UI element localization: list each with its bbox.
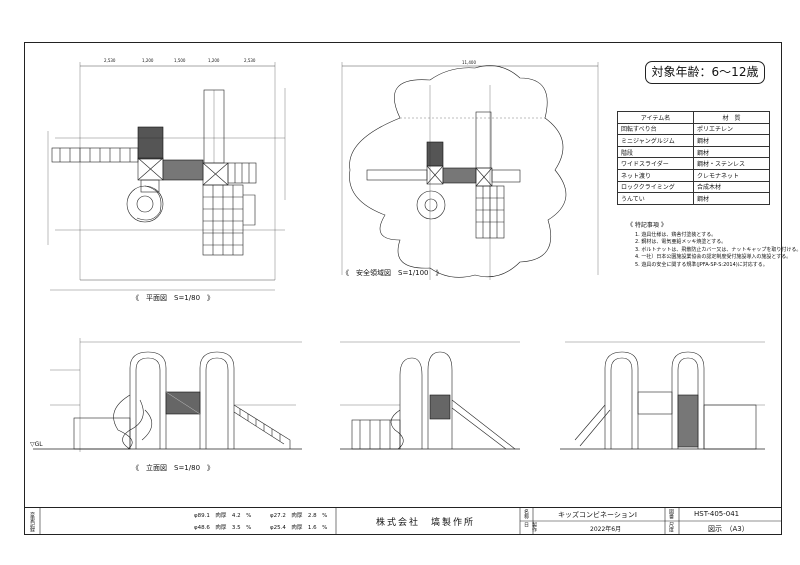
material-header: 材 質 (693, 111, 770, 124)
date-label: 製作日 (523, 522, 537, 532)
special-notes: 《 特記事項 》 1. 遊具仕様は、鶏舎付塗装とする。 2. 鋼材は、電気亜鉛メ… (627, 222, 800, 269)
note-line: 4. 一社）日本公園施設業協会の認定制度受付施設導入の施設とする。 (635, 254, 792, 260)
item-name: ワイドスライダー (617, 157, 694, 170)
target-age-box: 対象年齢：6～12歳 (645, 61, 765, 84)
notes-title: 《 特記事項 》 (627, 222, 667, 229)
pipe-spec: φ27.2 肉厚 2.8 % (270, 513, 328, 519)
name-label: 名称 (523, 509, 529, 519)
safety-dimension: 11,400 (462, 60, 476, 65)
item-material: ポリエチレン (693, 122, 770, 136)
item-name: うんてい (617, 192, 694, 205)
table-row: ミニジャングルジム鋼材 (617, 134, 770, 147)
drawing-sheet-border (24, 42, 782, 535)
item-material: 鋼材 (693, 192, 770, 205)
note-line: 2. 鋼材は、電気亜鉛メッキ焼塗とする。 (635, 239, 727, 245)
drawing-number-label: 図番 (668, 509, 674, 519)
note-line: 3. ボルトナットは、飛散防止カバー又は、ナットキャップを取り付ける。 (635, 246, 800, 253)
item-material: 鋼材・ステンレス (693, 157, 770, 170)
item-name: 回転すべり台 (617, 122, 694, 136)
plan-view (47, 62, 286, 291)
item-material: 合成木材 (693, 180, 770, 194)
plan-dimension: 1,200 (142, 58, 154, 63)
drawing-scale: 図示 （A3） (708, 525, 749, 533)
plan-dimension: 2,530 (244, 58, 256, 63)
plan-dimension: 1,200 (208, 58, 220, 63)
company-name: 株式会社 塙製作所 (376, 518, 476, 528)
item-name: ネット渡り (617, 168, 694, 182)
drawing-number: HST-405-041 (694, 510, 740, 518)
title-block: 変更記録 φ89.1 肉厚 4.2 % φ48.6 肉厚 3.5 % φ27.2… (24, 507, 782, 535)
plan-dimension: 2,530 (104, 58, 116, 63)
item-name: 階段 (617, 145, 694, 159)
safety-view-caption: 《 安全領域図 S=1/100 》 (342, 269, 443, 277)
scale-label: 尺度 (668, 522, 674, 532)
pipe-spec: φ89.1 肉厚 4.2 % (194, 513, 252, 519)
production-date: 2022年6月 (590, 526, 622, 533)
table-row: 回転すべり台ポリエチレン (617, 122, 770, 136)
revision-label: 変更記録 (29, 511, 35, 532)
safety-area-view (341, 62, 599, 280)
item-name: ロッククライミング (617, 180, 694, 194)
pipe-spec: φ25.4 肉厚 1.6 % (270, 525, 328, 531)
table-row: うんてい鋼材 (617, 192, 770, 205)
elevation-view-side (340, 341, 520, 450)
table-row: 階段鋼材 (617, 145, 770, 159)
product-name: キッズコンビネーションⅠ (558, 511, 637, 519)
elevation-view-caption: 《 立面図 S=1/80 》 (132, 464, 215, 472)
materials-table: アイテム名 材 質 回転すべり台ポリエチレン ミニジャングルジム鋼材 階段鋼材 … (617, 111, 770, 205)
elevation-view-front (33, 338, 302, 452)
item-material: クレモナネット (693, 168, 770, 182)
elevation-view-back (560, 341, 765, 450)
plan-dimension: 1,500 (174, 58, 186, 63)
table-row: ワイドスライダー鋼材・ステンレス (617, 157, 770, 170)
pipe-spec: φ48.6 肉厚 3.5 % (194, 525, 252, 531)
item-material: 鋼材 (693, 145, 770, 159)
note-line: 1. 遊具仕様は、鶏舎付塗装とする。 (635, 231, 717, 238)
title-block-lines (39, 507, 782, 535)
plan-view-caption: 《 平面図 S=1/80 》 (132, 294, 215, 302)
table-row: ロッククライミング合成木材 (617, 180, 770, 194)
item-header: アイテム名 (617, 111, 694, 124)
item-material: 鋼材 (693, 134, 770, 147)
ground-level-label: ▽GL (30, 441, 43, 448)
materials-header-row: アイテム名 材 質 (617, 111, 770, 124)
note-line: 5. 遊具の安全に関する規準(JPFA-SP-S:2014)に対応する。 (635, 261, 768, 268)
table-row: ネット渡りクレモナネット (617, 168, 770, 182)
item-name: ミニジャングルジム (617, 134, 694, 147)
